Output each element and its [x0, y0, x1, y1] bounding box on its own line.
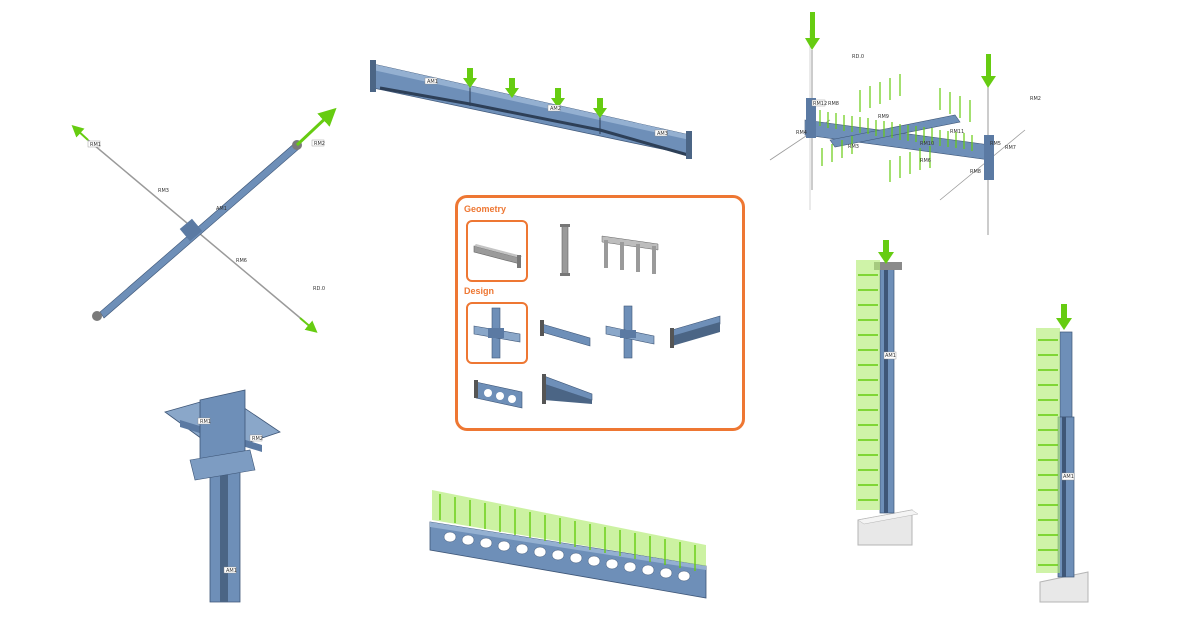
frame-label: RM2: [1030, 96, 1041, 102]
column-b-model: AM1: [1036, 304, 1089, 603]
geometry-option-column[interactable]: [550, 222, 580, 280]
tapered-beam-model: AM1 AM2 AM3: [370, 60, 692, 159]
geometry-heading: Geometry: [464, 204, 507, 214]
tapered-haunch-icon: [542, 374, 593, 404]
cross-joint-icon: [473, 307, 521, 359]
beam-icon: [473, 244, 522, 268]
design-option-cellular-beam[interactable]: [472, 372, 526, 418]
joint-type-selector: Geometry Design: [455, 195, 745, 431]
crossing-label: RM1: [200, 419, 211, 425]
beam-splice-icon: [540, 320, 591, 347]
cellular-beam-model: [429, 490, 707, 599]
design-option-end-plate[interactable]: [666, 310, 724, 356]
distributed-load-group: [819, 74, 973, 182]
frame-label: RM10: [920, 141, 934, 147]
frame-label: RM7: [1005, 145, 1016, 151]
frame-model: RM12 RM8 RM4 RD.0 RM2 RM9 RM10 RM11 RM5 …: [769, 12, 1041, 235]
geometry-option-frame[interactable]: [598, 224, 662, 278]
geometry-option-beam-selected[interactable]: [466, 220, 528, 282]
frame-label: RD.0: [852, 54, 864, 60]
frame-icon: [601, 235, 659, 274]
design-option-beam-splice[interactable]: [538, 310, 594, 356]
column-icon: [560, 224, 570, 276]
bracing-label: RM2: [314, 141, 325, 147]
bracing-label: AM1: [216, 206, 227, 212]
frame-label: RM8: [970, 169, 981, 175]
beam-column-joint-icon: [605, 305, 655, 359]
cellular-beam-icon: [474, 380, 523, 409]
bracing-cross-model: RM1 RM2 RM3 AM1 RM6 RD.0: [71, 107, 337, 333]
crossing-label: AM1: [226, 568, 237, 574]
bracing-label: RM6: [236, 258, 247, 264]
column-a-model: AM1: [856, 240, 919, 546]
bracing-label: RD.0: [313, 286, 325, 292]
tapered-beam-label: AM3: [657, 131, 668, 137]
design-option-beam-column-joint[interactable]: [602, 304, 658, 360]
frame-label: RM6: [920, 158, 931, 164]
crossing-joint-model: RM1 RM2 AM1: [164, 389, 281, 603]
column-b-label: AM1: [1063, 474, 1074, 480]
bracing-label: RM3: [158, 188, 169, 194]
design-option-cross-joint-selected[interactable]: [466, 302, 528, 364]
tapered-beam-label: AM2: [550, 106, 561, 112]
frame-label: RM8: [828, 101, 839, 107]
frame-label: RM11: [950, 129, 964, 135]
frame-label: RM12: [813, 101, 827, 107]
frame-label: RM9: [878, 114, 889, 120]
tapered-beam-label: AM1: [427, 79, 438, 85]
end-plate-icon: [670, 315, 721, 348]
design-option-tapered-haunch[interactable]: [538, 370, 596, 420]
frame-label: RM5: [990, 141, 1001, 147]
bracing-label: RM1: [90, 142, 101, 148]
crossing-label: RM2: [252, 436, 263, 442]
frame-label: RM3: [848, 144, 859, 150]
design-heading: Design: [464, 286, 495, 296]
column-a-label: AM1: [885, 353, 896, 359]
frame-label: RM4: [796, 130, 807, 136]
